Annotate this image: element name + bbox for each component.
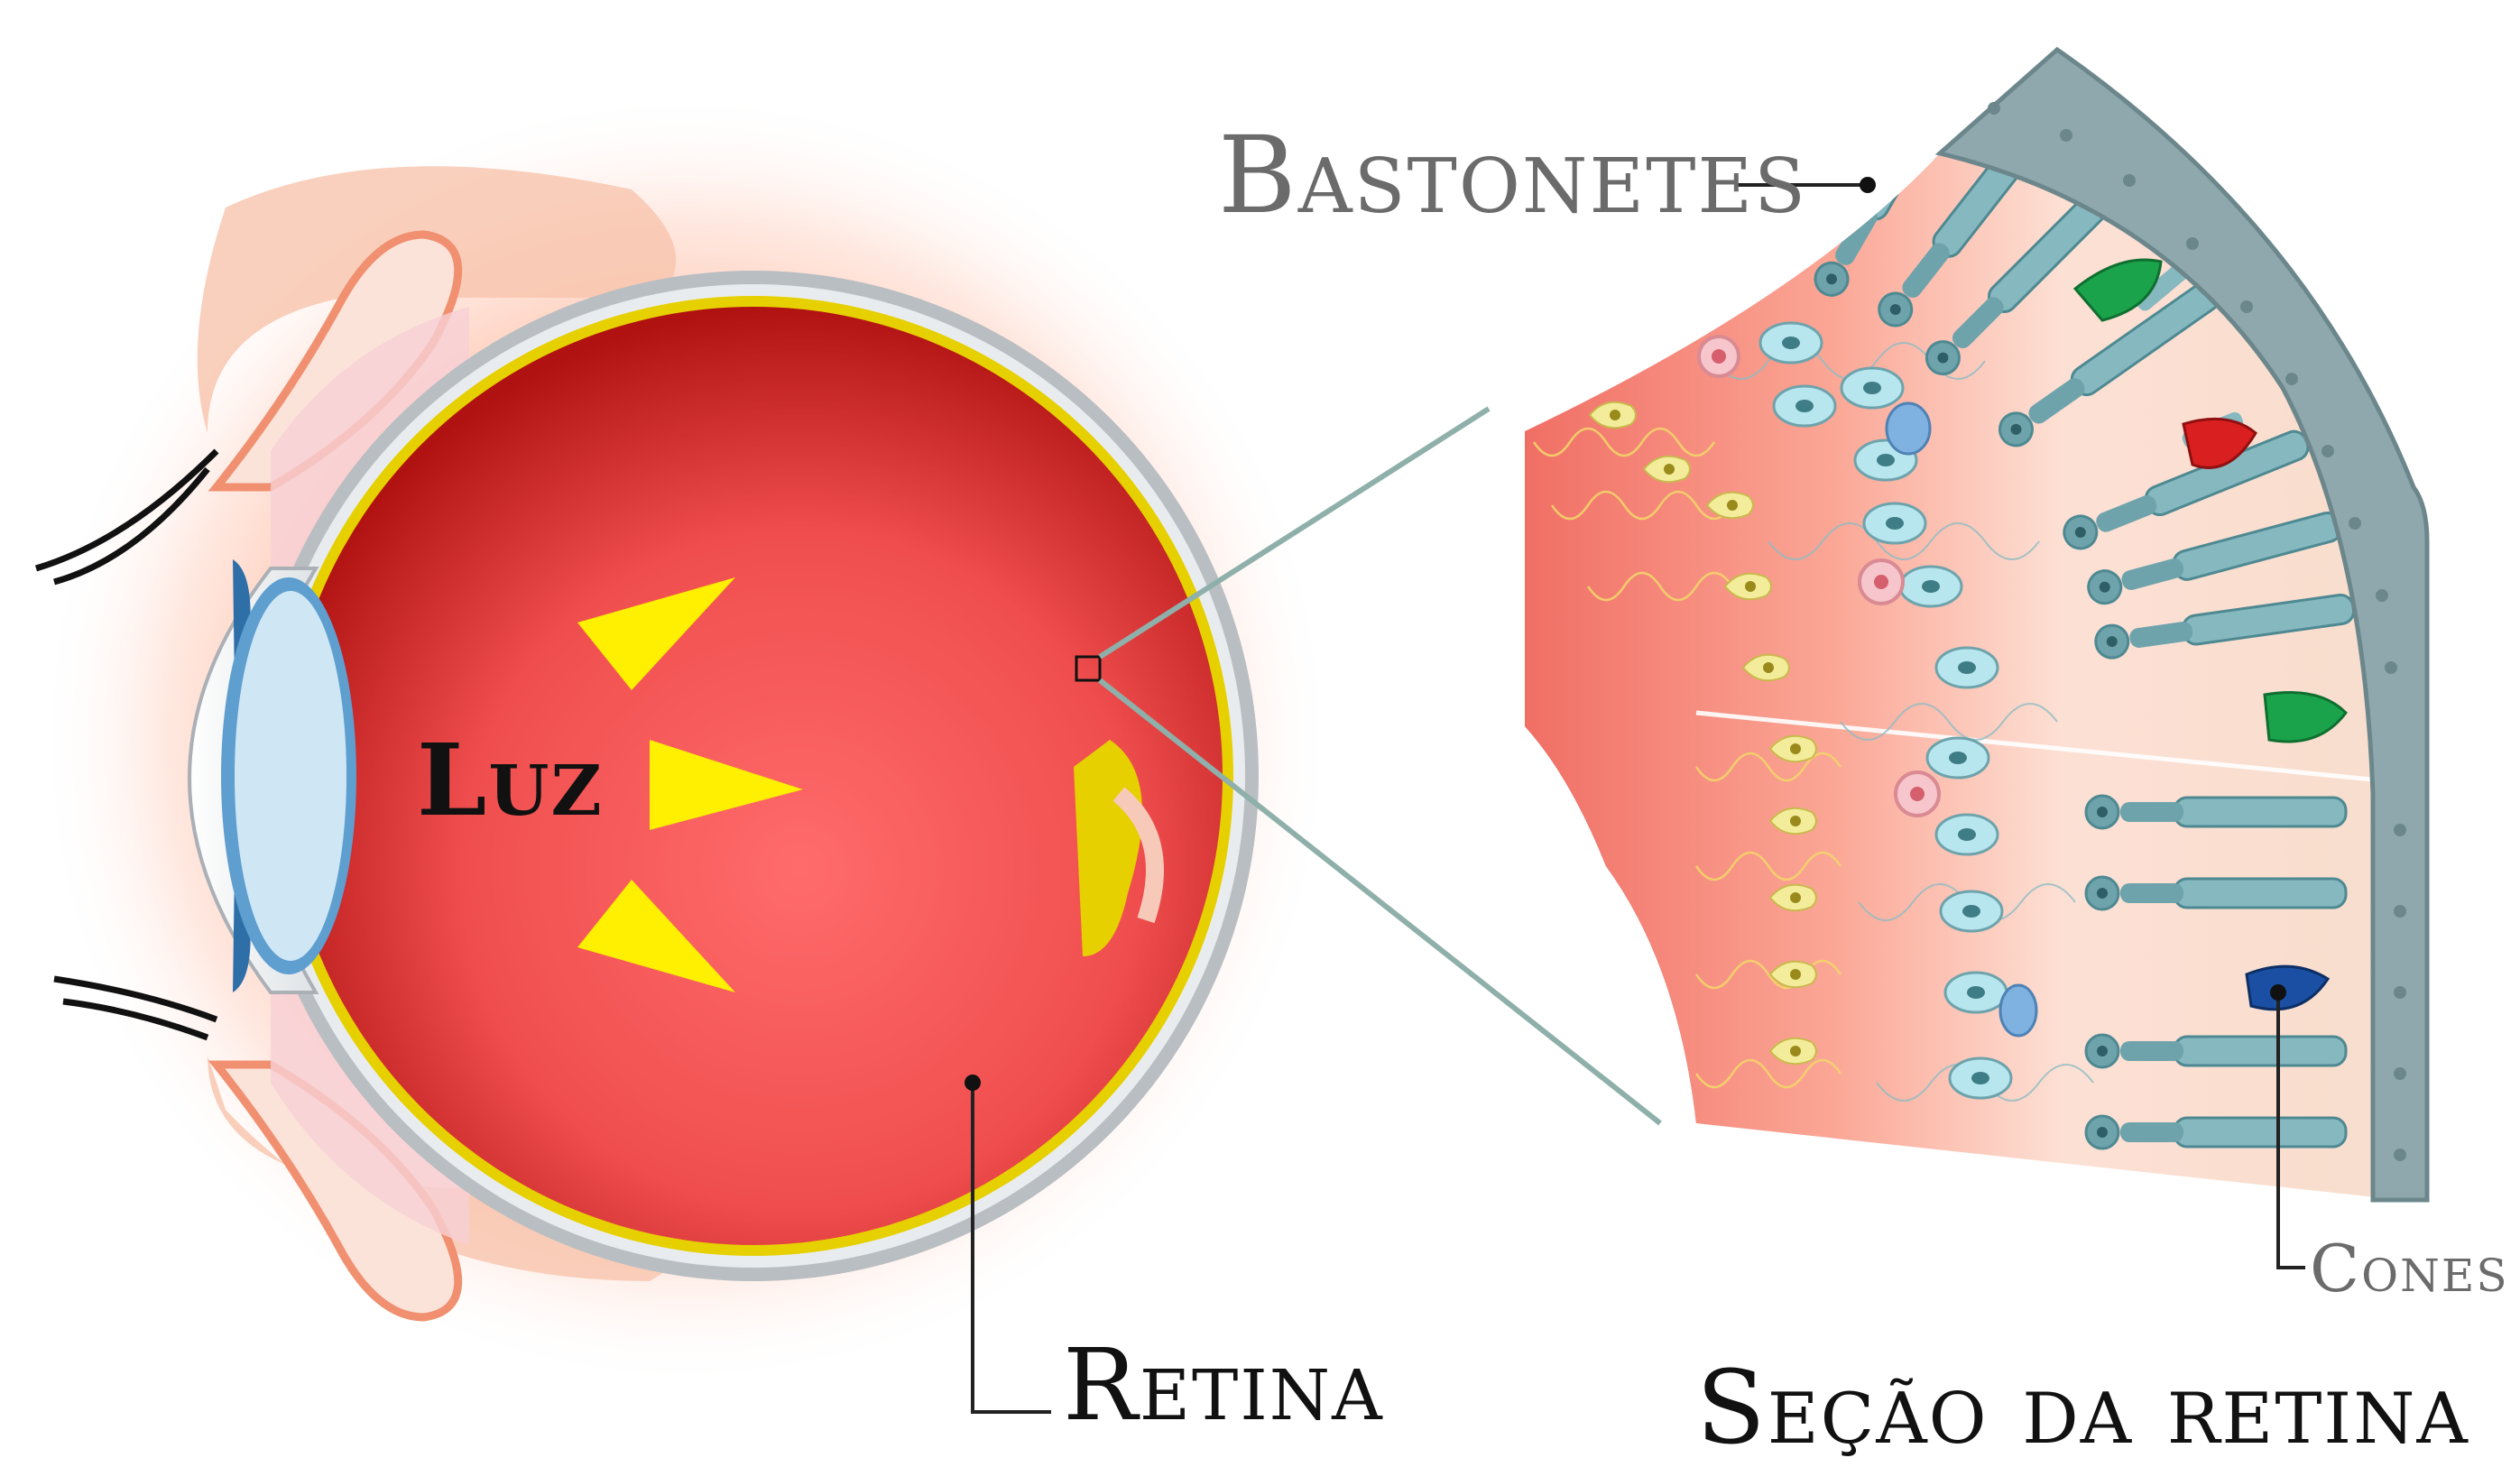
label-secao-da-retina: Seção da retina bbox=[1696, 1358, 2469, 1459]
label-retina: Retina bbox=[1063, 1335, 1384, 1435]
eye-cross-section bbox=[36, 90, 1335, 1389]
label-cones: Cones bbox=[2310, 1236, 2509, 1301]
label-luz: Luz bbox=[417, 731, 604, 830]
label-bastonetes: Bastonetes bbox=[1218, 122, 1807, 228]
